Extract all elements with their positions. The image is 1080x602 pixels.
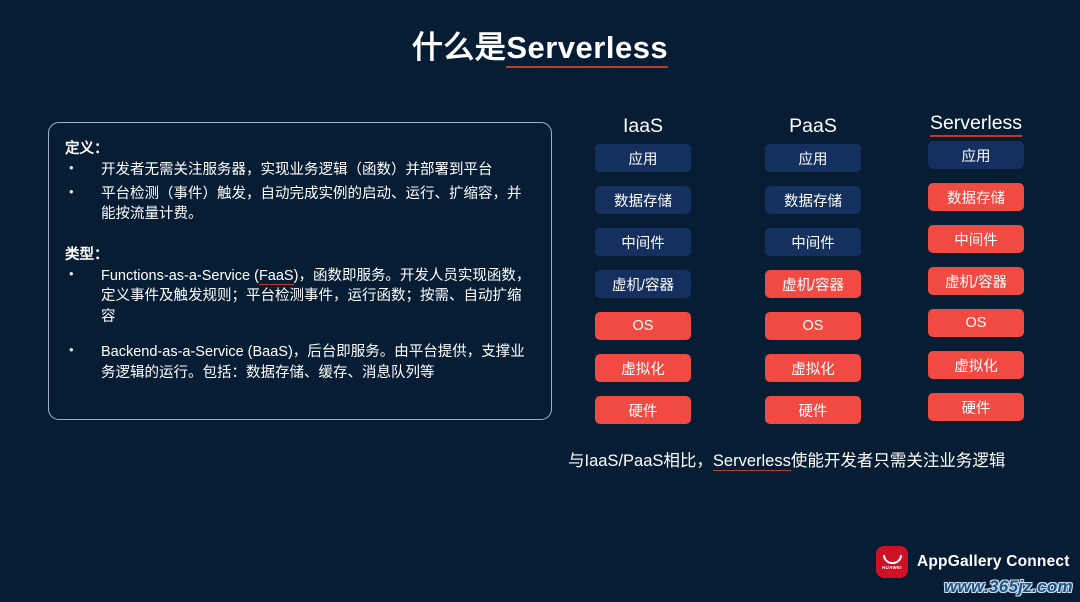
column-header-text: IaaS [622,115,664,137]
page-title-highlight: Serverless [506,30,669,68]
faas-tail: )，函数即服务。开发人员实现函数，定义事件及触发规则；平台检测事件，运行函数；按… [101,267,531,325]
stack-column-serverless: Serverless 应用 数据存储 中间件 虚机/容器 OS 虚拟化 硬件 [928,112,1024,435]
column-header-text: PaaS [789,115,837,137]
column-header-text: Serverless [929,112,1023,137]
definition-heading: 定义： [65,141,109,157]
stack-column-paas: PaaS 应用 数据存储 中间件 虚机/容器 OS 虚拟化 硬件 [765,115,861,438]
site-watermark: www.365jz.com [944,577,1073,596]
stack-cell[interactable]: 中间件 [928,225,1024,253]
huawei-wordmark: HUAWEI [882,564,902,570]
huawei-petal-shape [882,554,902,564]
stack-cell[interactable]: OS [928,309,1024,337]
stack-cell[interactable]: OS [595,312,691,340]
stack-cell[interactable]: 硬件 [765,396,861,424]
definition-panel: 定义： 开发者无需关注服务器，实现业务逻辑（函数）并部署到平台 平台检测（事件）… [48,122,552,420]
stack-cell[interactable]: OS [765,312,861,340]
huawei-logo-icon: HUAWEI [876,546,908,578]
comparison-caption: 与IaaS/PaaS相比，Serverless使能开发者只需关注业务逻辑 [568,449,1046,474]
types-bullet-list: Functions-as-a-Service (FaaS)，函数即服务。开发人员… [65,265,535,384]
faas-lead: Functions-as-a-Service ( [101,267,259,284]
stack-cell[interactable]: 中间件 [595,228,691,256]
definition-bullet-list: 开发者无需关注服务器，实现业务逻辑（函数）并部署到平台 平台检测（事件）触发，自… [65,159,535,225]
stack-cell[interactable]: 应用 [595,144,691,172]
stack-column-iaas: IaaS 应用 数据存储 中间件 虚机/容器 OS 虚拟化 硬件 [595,115,691,438]
stack-cell[interactable]: 虚拟化 [928,351,1024,379]
stack-cell[interactable]: 虚机/容器 [765,270,861,298]
list-item: Functions-as-a-Service (FaaS)，函数即服务。开发人员… [65,265,535,328]
list-item: 平台检测（事件）触发，自动完成实例的启动、运行、扩缩容，并能按流量计费。 [65,183,535,225]
stack-cell[interactable]: 虚拟化 [595,354,691,382]
stack-cell[interactable]: 虚拟化 [765,354,861,382]
caption-tail: 使能开发者只需关注业务逻辑 [790,452,1006,470]
brand-name: AppGallery Connect [917,553,1070,570]
stack-cell[interactable]: 虚机/容器 [595,270,691,298]
column-header-paas: PaaS [765,115,861,138]
page-title: 什么是Serverless [0,22,1080,68]
stack-cell[interactable]: 数据存储 [595,186,691,214]
brand-lockup: HUAWEI AppGallery Connect [876,546,1070,578]
stack-cell[interactable]: 数据存储 [765,186,861,214]
list-item: 开发者无需关注服务器，实现业务逻辑（函数）并部署到平台 [65,159,535,181]
caption-lead: 与IaaS/PaaS相比， [568,452,713,470]
stack-cell[interactable]: 中间件 [765,228,861,256]
faas-highlight: FaaS [258,267,294,285]
stack-cell[interactable]: 应用 [928,141,1024,169]
stack-cell[interactable]: 硬件 [928,393,1024,421]
column-header-iaas: IaaS [595,115,691,138]
stack-cell[interactable]: 硬件 [595,396,691,424]
list-item: Backend-as-a-Service (BaaS)，后台即服务。由平台提供，… [65,341,535,383]
types-heading: 类型： [65,246,109,263]
caption-highlight: Serverless [712,452,791,471]
stack-cell[interactable]: 虚机/容器 [928,267,1024,295]
column-header-serverless: Serverless [928,112,1024,137]
page-title-prefix: 什么是 [411,30,507,65]
stack-cell[interactable]: 应用 [765,144,861,172]
stack-cell[interactable]: 数据存储 [928,183,1024,211]
